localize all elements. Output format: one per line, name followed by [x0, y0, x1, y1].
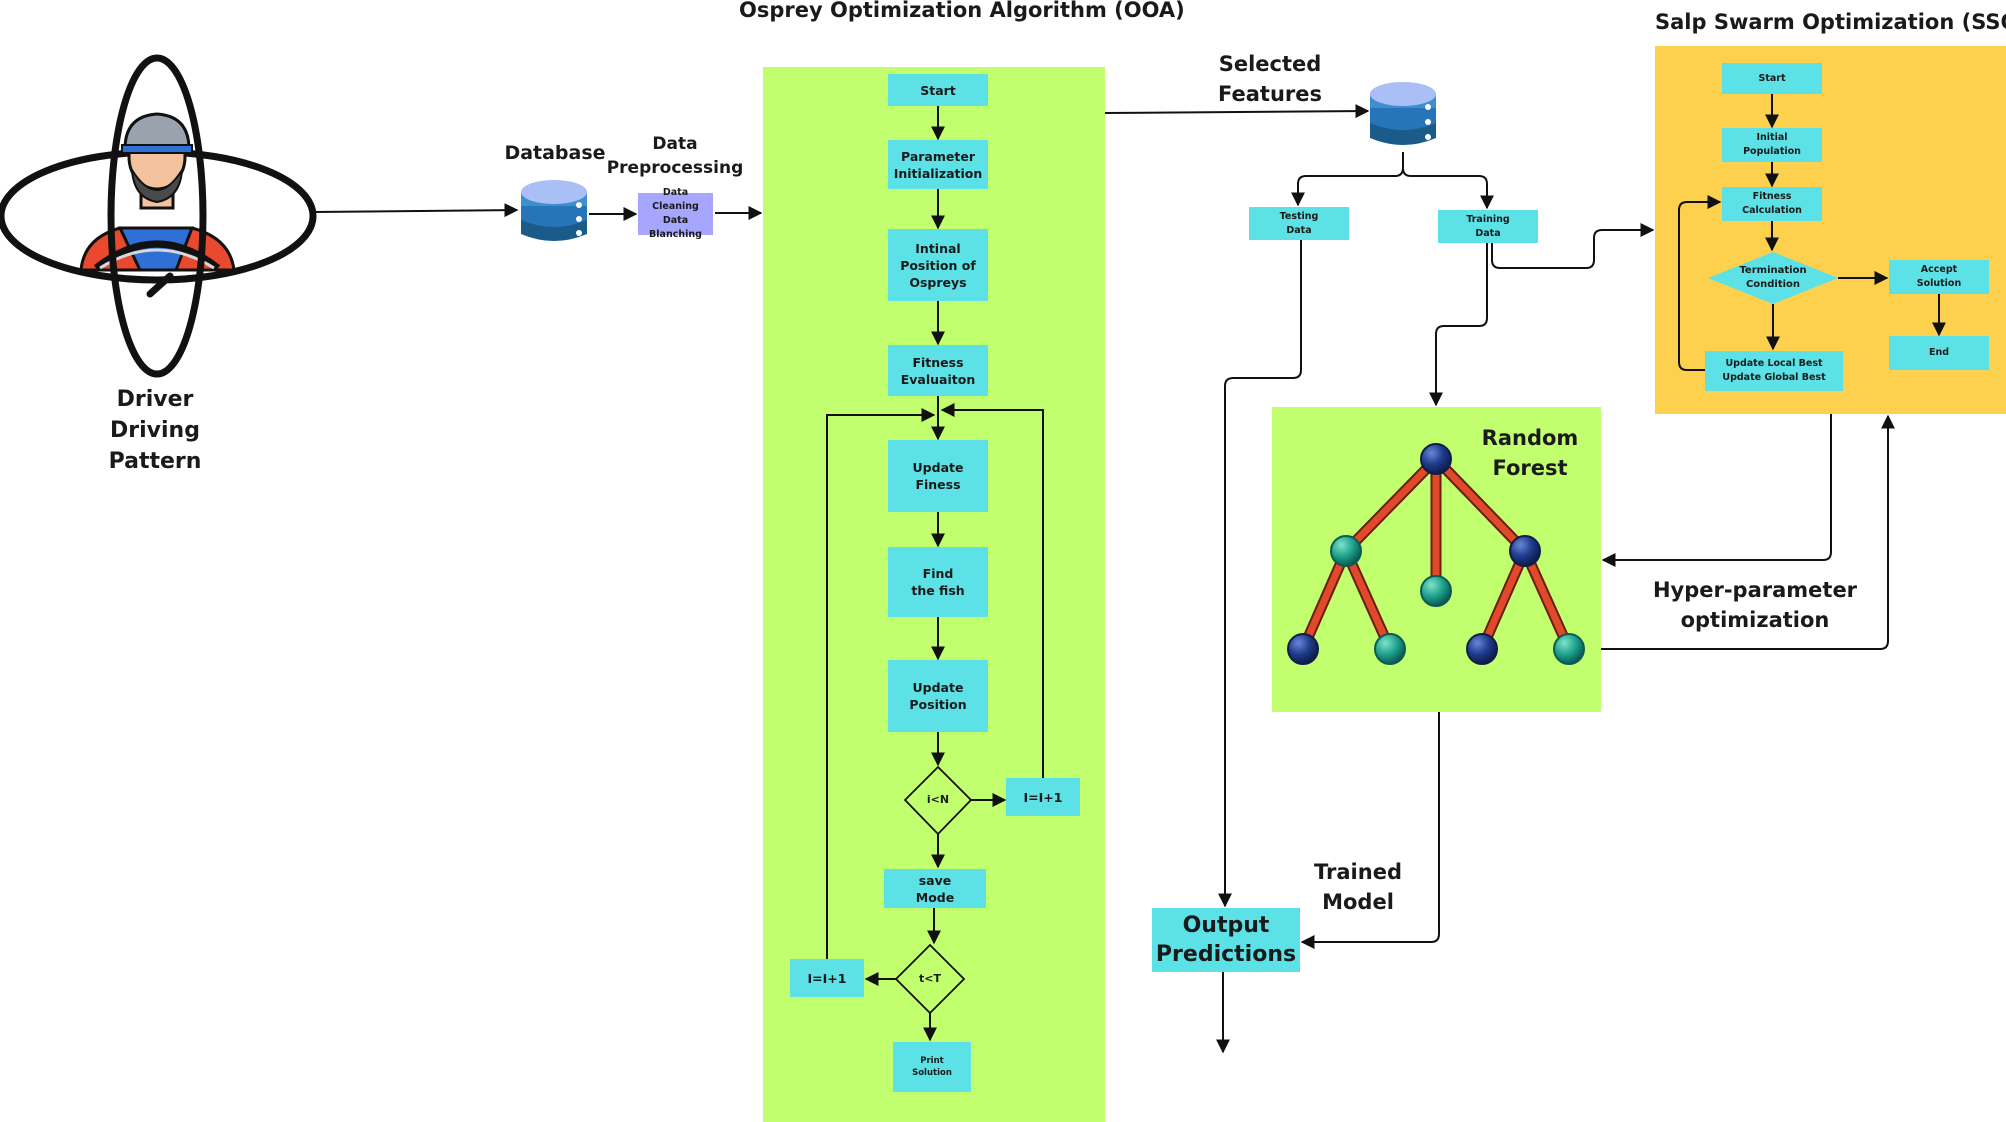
- ooa-parameter-init-box: Parameter Initialization: [888, 140, 988, 189]
- driver-label: Driver Driving Pattern: [108, 387, 202, 474]
- testing-data-box: Testing Data: [1249, 207, 1349, 240]
- driver-steering-icon: [0, 54, 317, 378]
- sso-accept-solution-box: Accept Solution: [1889, 260, 1989, 294]
- hyper-parameter-label: Hyper-parameter optimization: [1652, 578, 1858, 632]
- ooa-update-fitness-box: Update Finess: [888, 440, 988, 512]
- database-label: Database: [504, 142, 606, 164]
- ooa-start-box: Start: [888, 74, 988, 106]
- training-data-box: Training Data: [1438, 210, 1538, 243]
- ooa-increment-left-box: I=I+1: [790, 959, 864, 997]
- ooa-fitness-eval-box: Fitness Evaluaiton: [888, 345, 988, 396]
- ooa-save-mode-box: save Mode: [884, 869, 986, 908]
- ooa-update-position-box: Update Position: [888, 660, 988, 732]
- sso-initial-population-box: Initial Population: [1722, 128, 1822, 162]
- random-forest-label: Random Forest: [1481, 426, 1579, 480]
- sso-termination-diamond: [1708, 252, 1838, 304]
- output-predictions-box: Output Predictions: [1152, 908, 1300, 972]
- sso-termination-label: Termination Condition: [1739, 265, 1807, 290]
- database-icon: [521, 180, 587, 241]
- ooa-decision-n-label: i<N: [926, 793, 950, 806]
- ooa-print-solution-box: Print Solution: [893, 1042, 971, 1092]
- sso-update-best-box: Update Local Best Update Global Best: [1705, 351, 1843, 391]
- sso-title: Salp Swarm Optimization (SSO): [1655, 10, 2006, 34]
- ooa-title: Osprey Optimization Algorithm (OOA): [739, 0, 1185, 22]
- ooa-initial-position-box: Intinal Position of Ospreys: [888, 229, 988, 301]
- preprocessing-box: Data Cleaning Data Blanching: [638, 187, 713, 240]
- random-forest-tree-icon: [1287, 443, 1585, 665]
- selected-features-label: Selected Features: [1218, 52, 1322, 106]
- sso-end-box: End: [1889, 336, 1989, 370]
- sso-start-box: Start: [1722, 63, 1822, 94]
- ooa-increment-right-box: I=I+1: [1006, 778, 1080, 816]
- ooa-decision-t-label: t<T: [919, 972, 941, 985]
- features-database-icon: [1370, 82, 1436, 145]
- preprocessing-label: Data Preprocessing: [606, 134, 744, 178]
- ooa-find-fish-box: Find the fish: [888, 547, 988, 617]
- sso-fitness-calc-box: Fitness Calculation: [1722, 187, 1822, 221]
- trained-model-label: Trained Model: [1314, 860, 1402, 914]
